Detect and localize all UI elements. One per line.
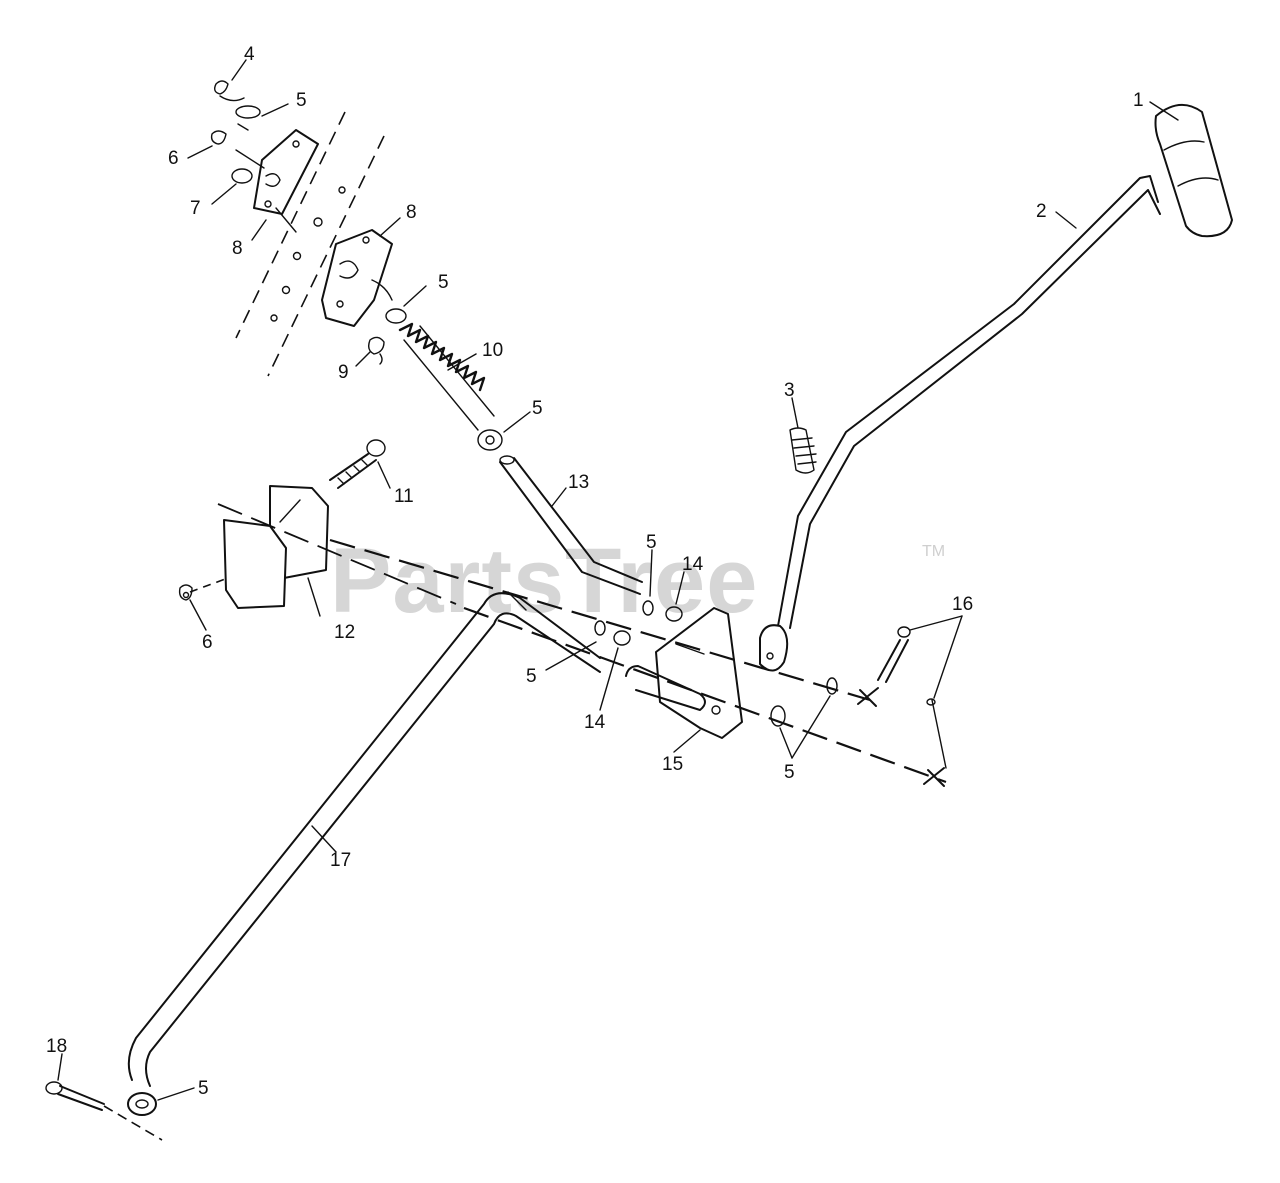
part-5-washers-right bbox=[770, 677, 838, 727]
callout-4: 4 bbox=[244, 44, 255, 65]
part-6-nut-lower bbox=[178, 584, 193, 601]
callout-1: 1 bbox=[1133, 90, 1144, 111]
callout-5-center-left: 5 bbox=[526, 666, 537, 687]
part-7-washer bbox=[231, 168, 253, 184]
part-18-cotter-pin bbox=[45, 1081, 163, 1141]
part-8-bracket-upper bbox=[235, 129, 319, 233]
callout-5-bottom: 5 bbox=[198, 1078, 209, 1099]
part-5-washer-spring-top bbox=[385, 308, 407, 324]
axis-lines bbox=[329, 538, 947, 787]
part-12-pads bbox=[189, 485, 457, 609]
part-5-washer-top bbox=[235, 105, 261, 131]
part-16-pins bbox=[877, 626, 947, 769]
callout-8-upper: 8 bbox=[232, 238, 243, 259]
part-11-bolt bbox=[329, 439, 386, 489]
part-2-handle-rod bbox=[759, 175, 1161, 672]
part-9-nut bbox=[367, 336, 385, 365]
callout-6-top: 6 bbox=[168, 148, 179, 169]
part-17-long-rod bbox=[127, 591, 601, 1087]
callout-14-lower: 14 bbox=[584, 712, 606, 733]
callout-14-upper: 14 bbox=[682, 554, 704, 575]
callout-5-spring-top: 5 bbox=[438, 272, 449, 293]
callout-12: 12 bbox=[334, 622, 355, 643]
callout-9: 9 bbox=[338, 362, 349, 383]
part-15-bracket bbox=[625, 607, 743, 739]
callout-6-lower: 6 bbox=[202, 632, 213, 653]
callout-labels: 1 2 3 4 5 5 5 5 5 5 5 5 6 6 7 8 8 9 10 1… bbox=[46, 44, 1144, 1099]
callout-11: 11 bbox=[394, 486, 414, 507]
callout-7: 7 bbox=[190, 198, 201, 219]
frame-outline bbox=[235, 111, 385, 377]
part-5-washer-spring-bottom bbox=[477, 429, 503, 451]
callout-16: 16 bbox=[952, 594, 973, 615]
callout-10: 10 bbox=[482, 340, 503, 361]
part-13-rod bbox=[499, 455, 643, 595]
callout-5-top: 5 bbox=[296, 90, 307, 111]
callout-5-spring-bottom: 5 bbox=[532, 398, 543, 419]
part-3-spring bbox=[789, 427, 817, 474]
part-14-washers bbox=[613, 606, 683, 646]
callout-15: 15 bbox=[662, 754, 683, 775]
callout-18: 18 bbox=[46, 1036, 67, 1057]
part-4-screw bbox=[213, 80, 245, 102]
leader-lines bbox=[57, 59, 1179, 1101]
part-1-grip bbox=[1154, 104, 1233, 238]
callout-3: 3 bbox=[784, 380, 795, 401]
part-8-bracket-lower bbox=[321, 229, 393, 327]
callout-2: 2 bbox=[1036, 201, 1047, 222]
callout-8-lower: 8 bbox=[406, 202, 417, 223]
part-5-washer-bottom bbox=[127, 1092, 157, 1116]
watermark-tm: TM bbox=[922, 543, 945, 560]
part-5-washers-center bbox=[594, 600, 654, 636]
callout-17: 17 bbox=[330, 850, 351, 871]
callout-5-center-top: 5 bbox=[646, 532, 657, 553]
part-6-nut-top bbox=[210, 130, 227, 145]
callout-13: 13 bbox=[568, 472, 589, 493]
callout-5-right: 5 bbox=[784, 762, 795, 783]
part-10-spring bbox=[398, 322, 495, 431]
